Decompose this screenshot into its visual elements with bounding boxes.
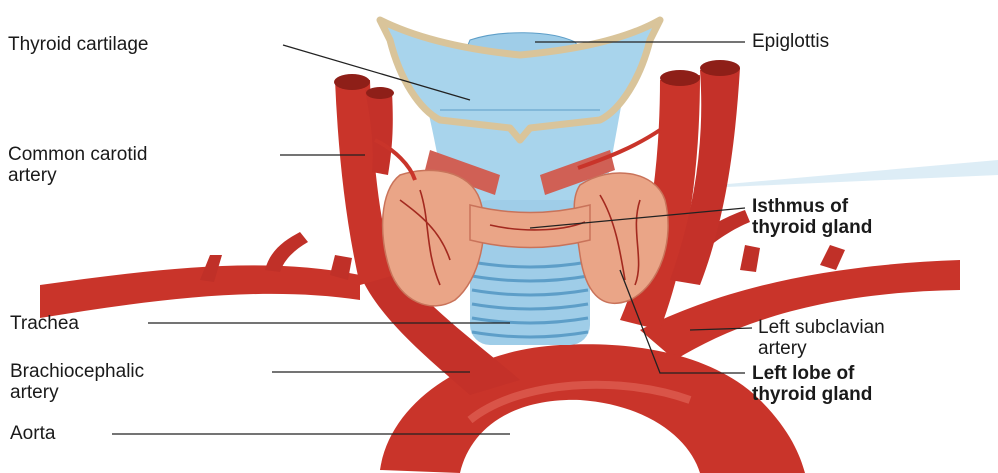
right-subclavian-artery [40,265,360,318]
label-common-carotid-line1: Common carotid [8,144,147,165]
thyroid-right-lobe [383,170,484,306]
label-trachea: Trachea [10,313,79,334]
small-branch-left-2 [265,232,308,272]
label-left-lobe-of-thyroid-gland: Left lobe of thyroid gland [752,363,872,405]
label-common-carotid-line2: artery [8,165,147,186]
label-left-lobe-line1: Left lobe of [752,363,872,384]
label-isthmus-line2: thyroid gland [752,217,872,238]
left-carotid-top-opening [660,70,700,86]
label-brachiocephalic-line2: artery [10,382,144,403]
label-left-subclavian-artery: Left subclavian artery [758,317,885,359]
label-left-lobe-line2: thyroid gland [752,384,872,405]
label-left-subclavian-line1: Left subclavian [758,317,885,338]
label-brachiocephalic-artery: Brachiocephalic artery [10,361,144,403]
label-left-subclavian-line2: artery [758,338,885,359]
label-epiglottis: Epiglottis [752,31,829,52]
label-thyroid-cartilage: Thyroid cartilage [8,34,148,55]
label-isthmus-line1: Isthmus of [752,196,872,217]
right-carotid-top-opening [334,74,370,90]
small-branch-right-1 [740,245,760,272]
small-branch-right-3 [820,245,845,270]
label-aorta: Aorta [10,423,55,444]
label-common-carotid-artery: Common carotid artery [8,144,147,186]
label-isthmus-of-thyroid-gland: Isthmus of thyroid gland [752,196,872,238]
label-brachiocephalic-line1: Brachiocephalic [10,361,144,382]
left-subclavian-top-opening [700,60,740,76]
right-carotid-branch-opening [366,87,394,99]
